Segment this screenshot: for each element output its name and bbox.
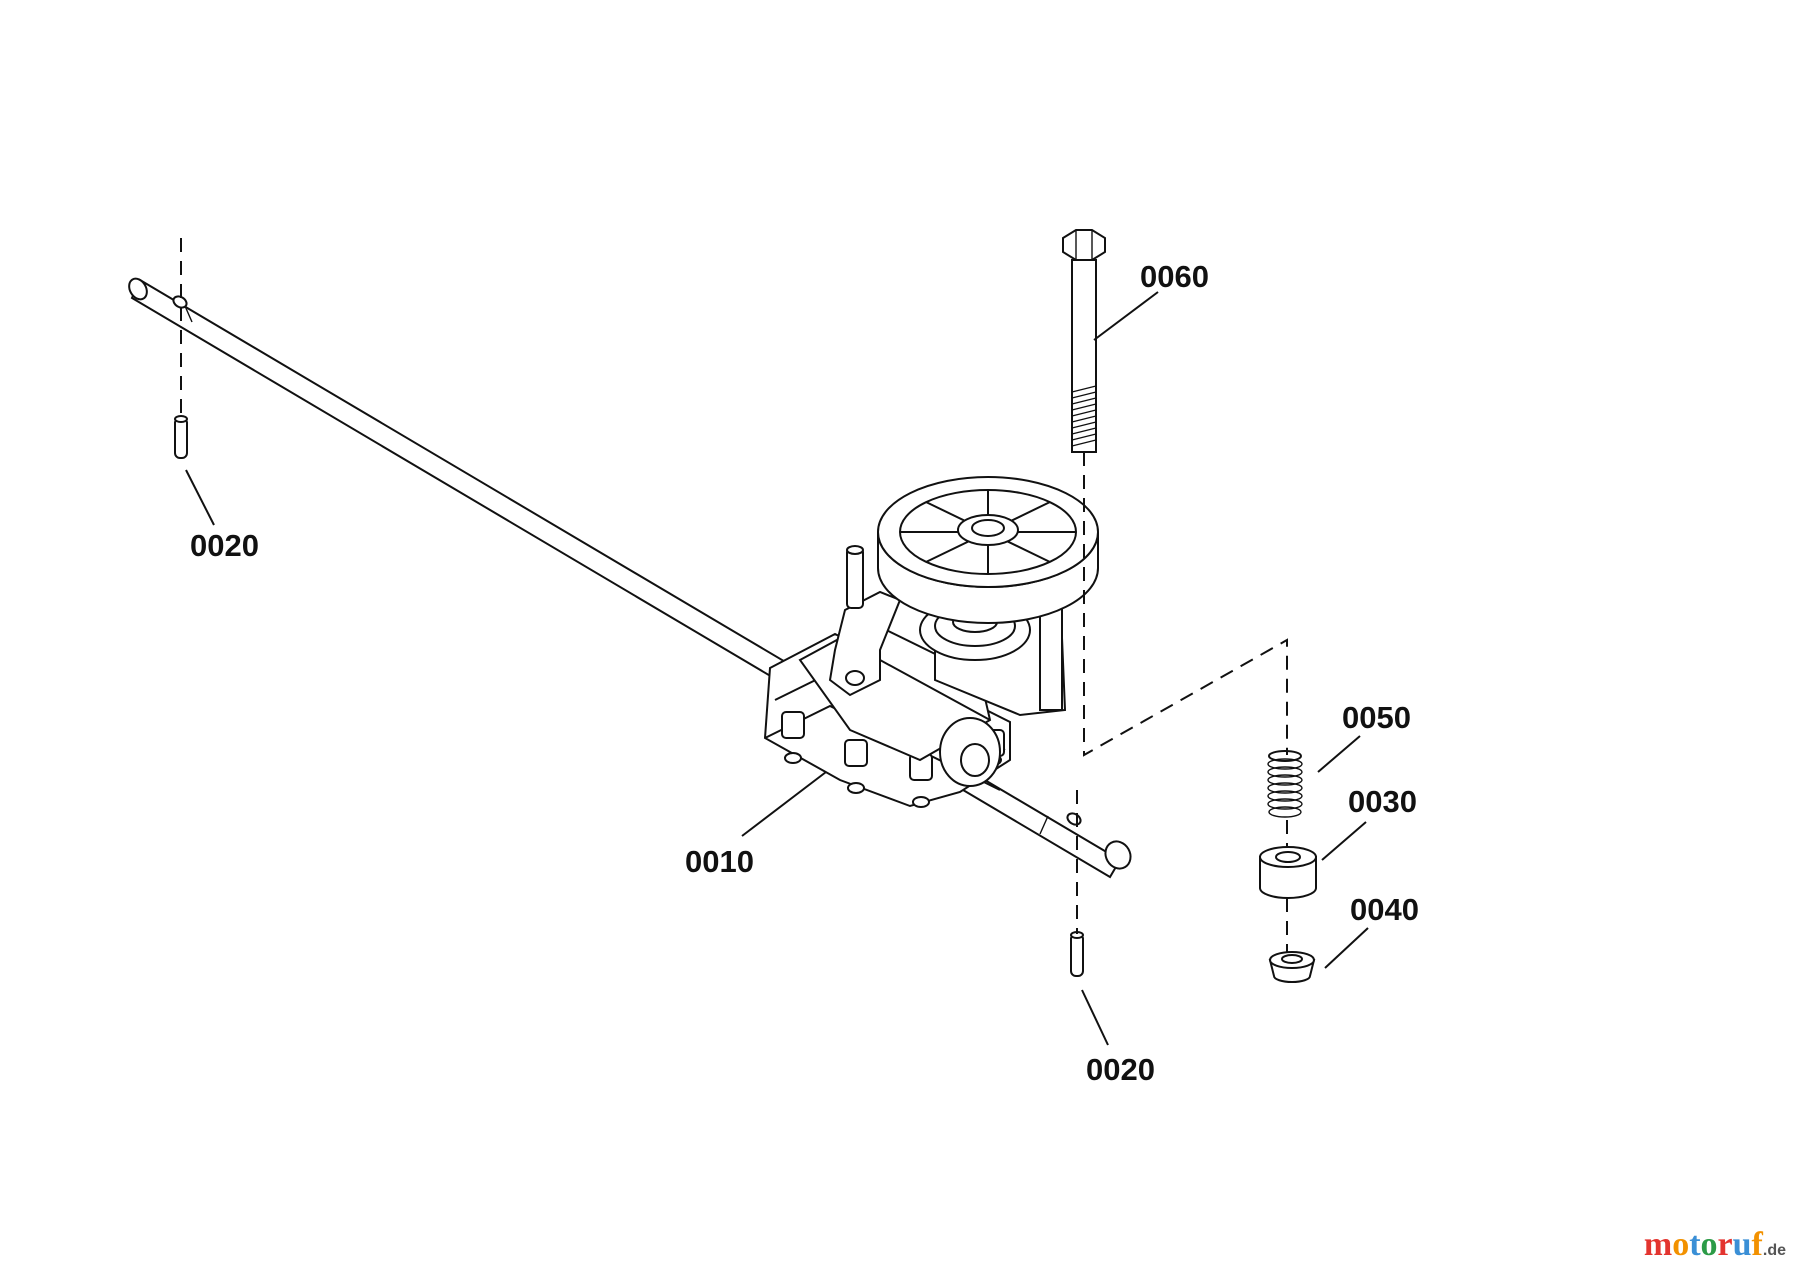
spring-part (1267, 750, 1303, 818)
flange-nut-part (1268, 951, 1316, 983)
watermark-text: motoruf (1643, 1226, 1763, 1263)
label-0010: 0010 (685, 844, 754, 879)
watermark-suffix: .de (1762, 1242, 1786, 1259)
bolt-part (1062, 229, 1106, 453)
label-0030: 0030 (1348, 784, 1417, 819)
label-0040: 0040 (1350, 892, 1419, 927)
assembly-guide-lines (180, 238, 1288, 952)
gearbox-assembly (763, 476, 1099, 808)
label-0020-right: 0020 (1086, 1052, 1155, 1087)
label-0050: 0050 (1342, 700, 1411, 735)
label-0020-left: 0020 (190, 528, 259, 563)
label-0060: 0060 (1140, 259, 1209, 294)
roll-pin-right (1070, 931, 1084, 977)
spacer-part (1259, 846, 1317, 899)
leader-lines (185, 291, 1369, 1046)
roll-pin-left (174, 415, 188, 459)
watermark-logo: motoruf.de (1644, 1226, 1786, 1264)
